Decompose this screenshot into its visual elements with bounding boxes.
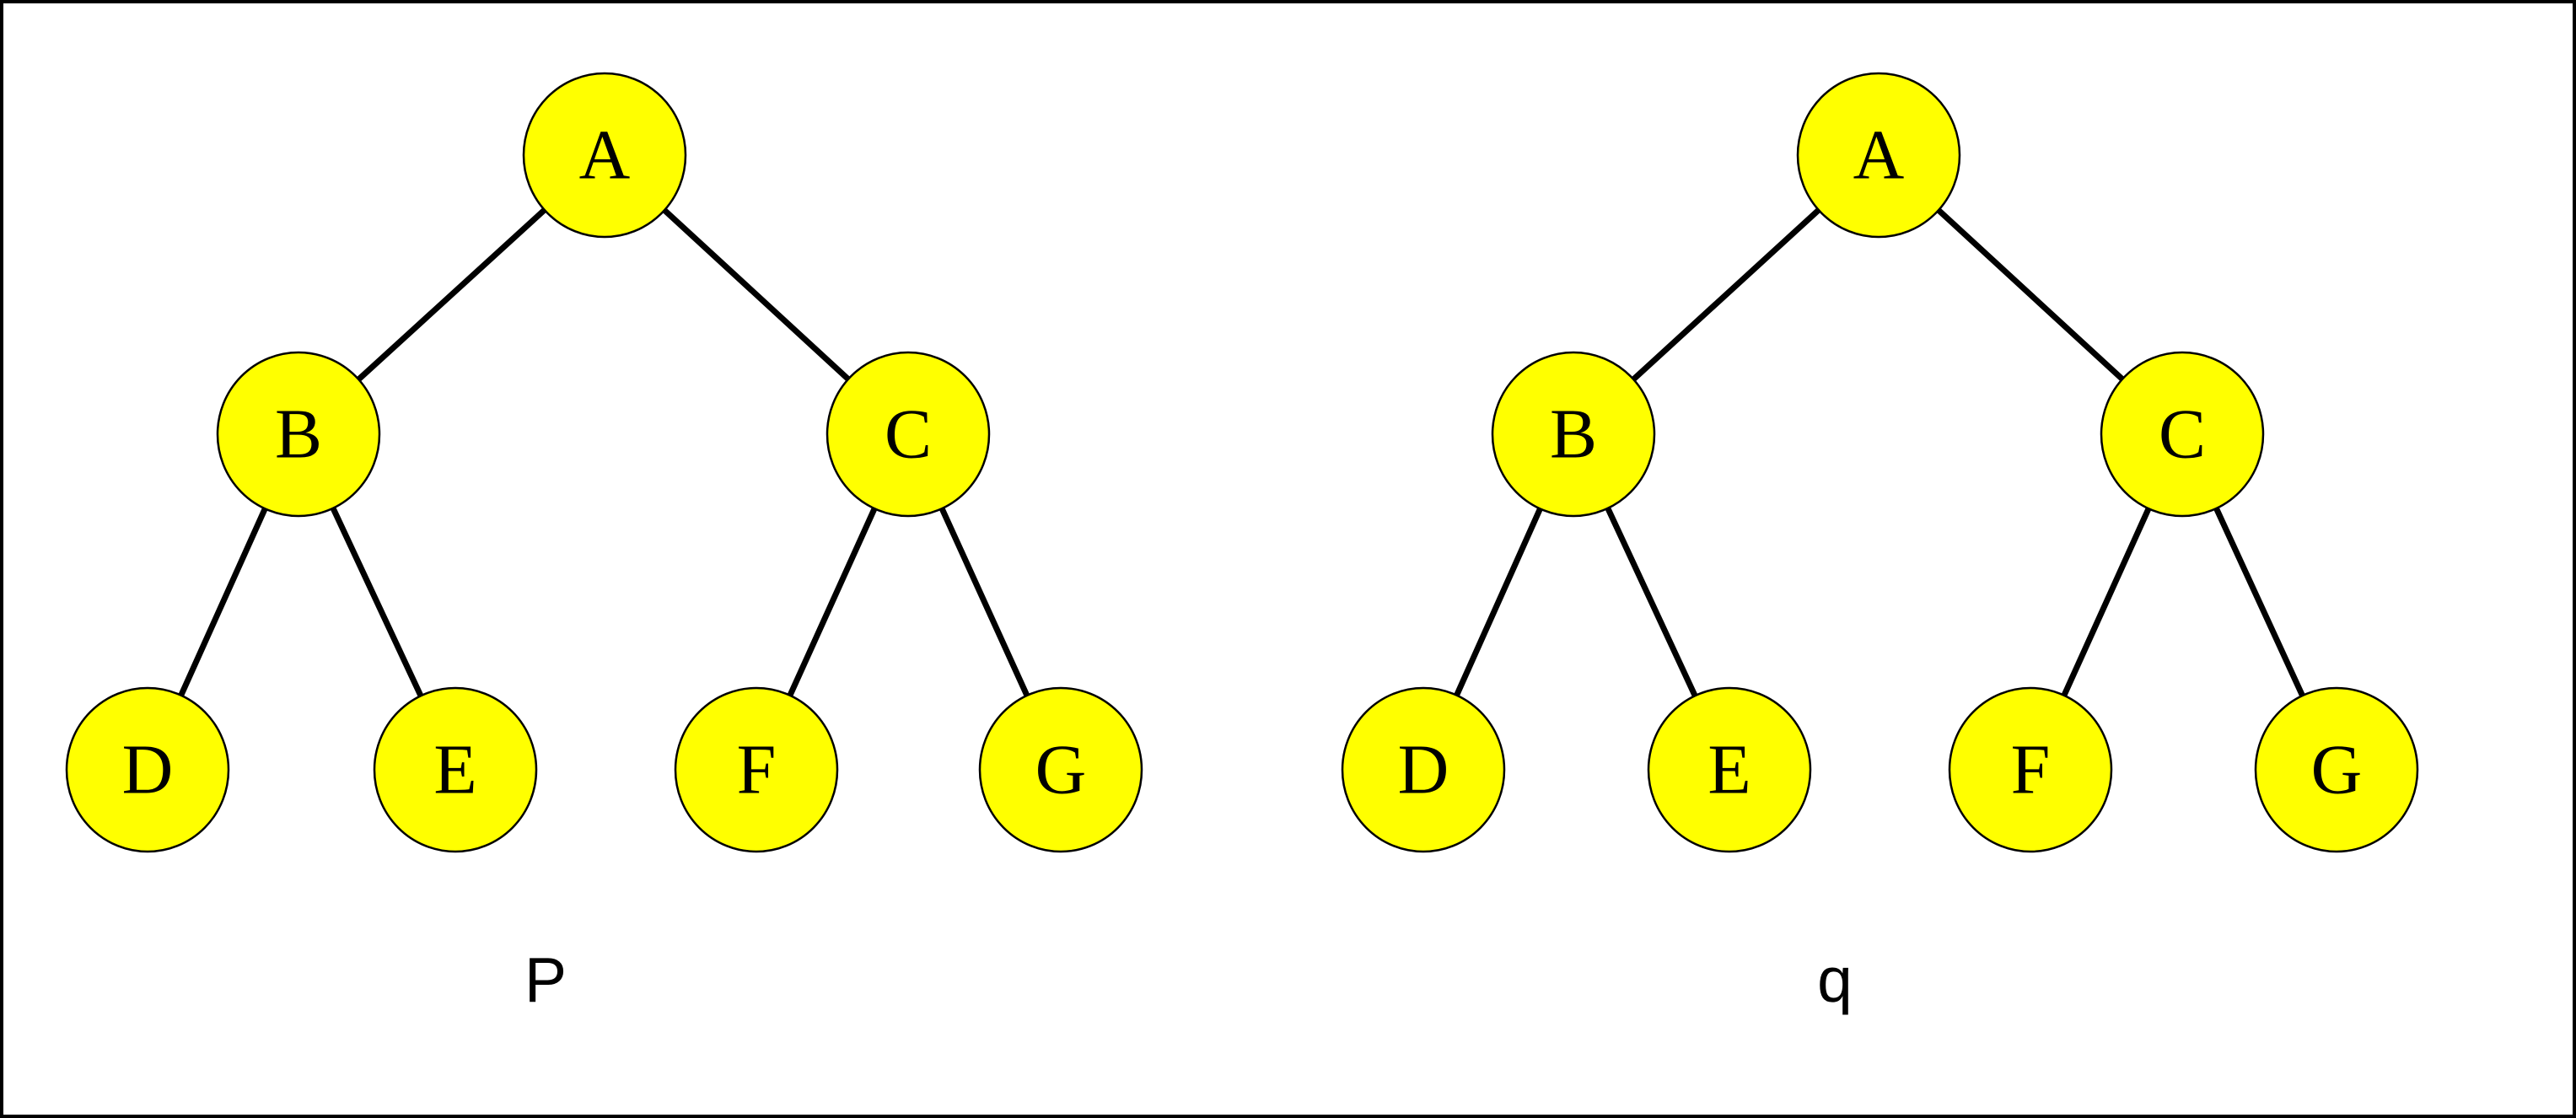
tree-q-node-label-A: A — [1853, 116, 1905, 195]
tree-p-node-B — [216, 351, 381, 518]
tree-q-node-label-G: G — [2311, 731, 2363, 809]
tree-p-node-label-A: A — [579, 116, 631, 195]
tree-p-node-C — [826, 351, 991, 518]
tree-p-node-D — [65, 686, 230, 853]
tree-q-node-label-E: E — [1707, 731, 1750, 809]
tree-q-node-F — [1948, 686, 2113, 853]
tree-q-node-label-D: D — [1398, 731, 1449, 809]
tree-p-node-A — [522, 72, 687, 239]
tree-p-node-label-F: F — [737, 731, 777, 809]
tree-p-node-label-D: D — [122, 731, 174, 809]
tree-caption-p: P — [524, 944, 567, 1015]
tree-p-node-label-B: B — [275, 395, 322, 474]
tree-caption-q: q — [1817, 944, 1853, 1015]
tree-p-node-label-C: C — [885, 395, 932, 474]
tree-q-node-A — [1796, 72, 1961, 239]
tree-q-node-D — [1341, 686, 1506, 853]
tree-q-node-label-F: F — [2011, 731, 2051, 809]
tree-p-node-label-G: G — [1035, 731, 1087, 809]
tree-q-node-B — [1491, 351, 1656, 518]
tree-p-node-label-E: E — [433, 731, 476, 809]
tree-q-node-label-B: B — [1550, 395, 1597, 474]
tree-p-node-G — [978, 686, 1143, 853]
tree-p-node-F — [674, 686, 839, 853]
tree-p-node-E — [373, 686, 538, 853]
tree-q-node-label-C: C — [2159, 395, 2206, 474]
tree-q-node-C — [2100, 351, 2265, 518]
tree-q-node-G — [2254, 686, 2419, 853]
tree-q-node-E — [1647, 686, 1812, 853]
